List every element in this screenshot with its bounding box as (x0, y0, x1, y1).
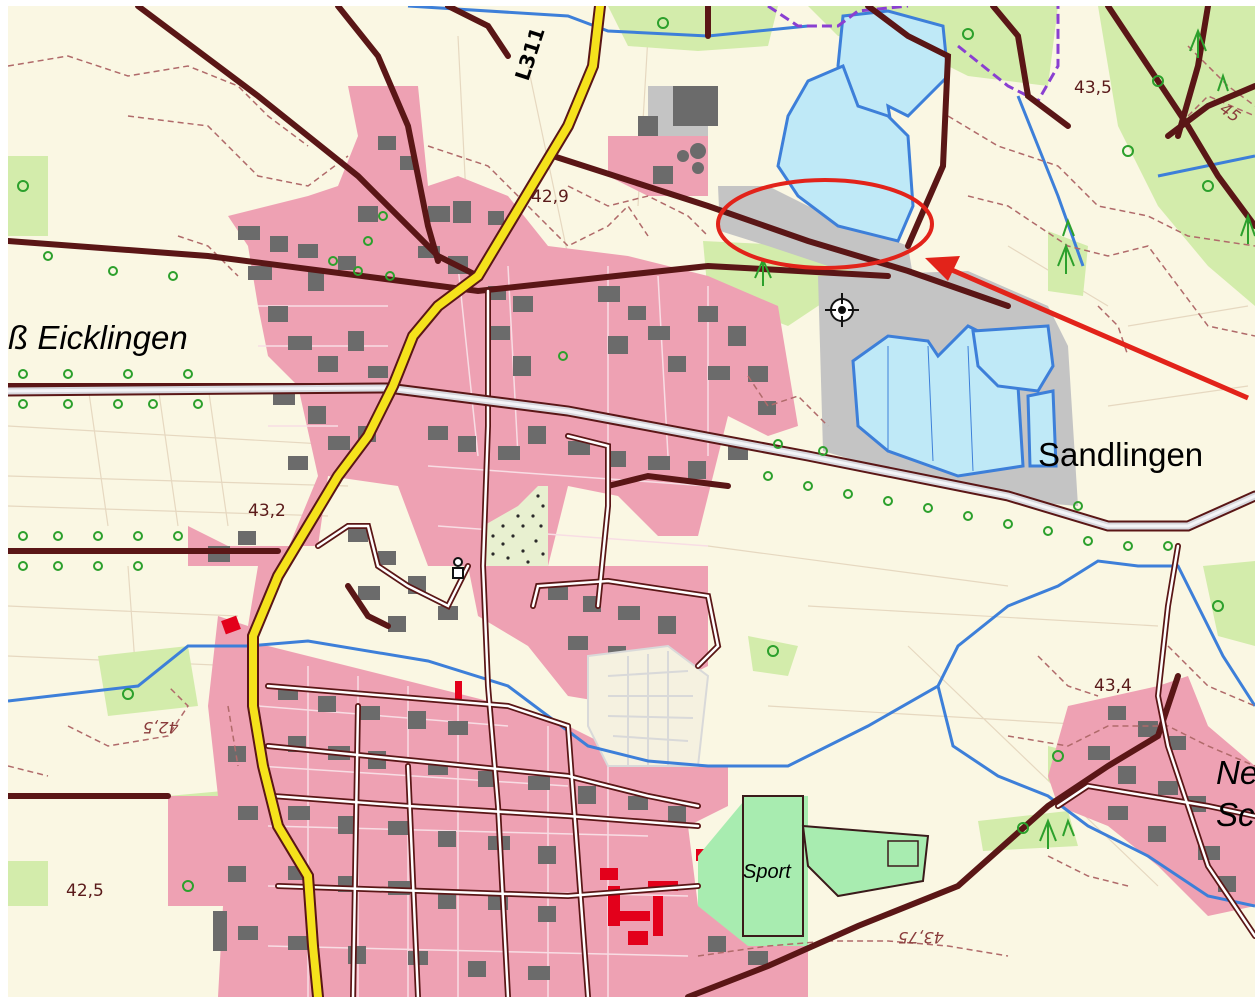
place-label-eicklingen: ß Eicklingen (8, 319, 188, 356)
chapel-icon (452, 557, 464, 579)
buildings (208, 86, 1236, 980)
parcel-lines (257, 265, 709, 997)
main-east-west-road (8, 382, 1255, 532)
minor-roads-fill (266, 289, 1255, 997)
contour-label-2: 43,75 (898, 928, 944, 947)
streams (8, 6, 1255, 908)
elevation-label-3: 43,2 (248, 501, 286, 521)
tree-icon (754, 28, 1255, 849)
elevation-label-4: 43,4 (1094, 676, 1132, 696)
public-buildings (221, 615, 869, 945)
place-label-sc-line2: Sc (1216, 796, 1255, 833)
sport-area (698, 795, 930, 946)
crosshair-icon (825, 293, 859, 327)
topographic-map[interactable]: ß Eicklingen Sandlingen Ne Sc Sport L311… (8, 6, 1255, 997)
map-canvas[interactable] (8, 6, 1255, 997)
place-label-sport: Sport (743, 861, 791, 883)
place-label-sandlingen: Sandlingen (1038, 436, 1204, 473)
forest-areas (8, 6, 1255, 906)
arrow-icon (937, 261, 1249, 401)
dotted-area (483, 486, 548, 566)
road-l311 (247, 6, 606, 997)
lake-inner-lines (887, 345, 974, 472)
highlight-annotation (716, 178, 1249, 401)
arrow-head (925, 256, 960, 281)
contour-label-1: 42,5 (143, 718, 179, 737)
elevation-label-1: 43,5 (1074, 78, 1112, 98)
contour-lines (8, 45, 1255, 957)
allotment-grid (587, 644, 710, 767)
highlight-ellipse (716, 178, 934, 270)
elevation-label-2: 42,9 (531, 187, 569, 207)
place-label-ne-line1: Ne (1216, 754, 1255, 791)
elevation-label-5: 42,5 (66, 881, 104, 901)
vegetation-symbols (17, 17, 1224, 892)
lakes (776, 9, 1058, 478)
